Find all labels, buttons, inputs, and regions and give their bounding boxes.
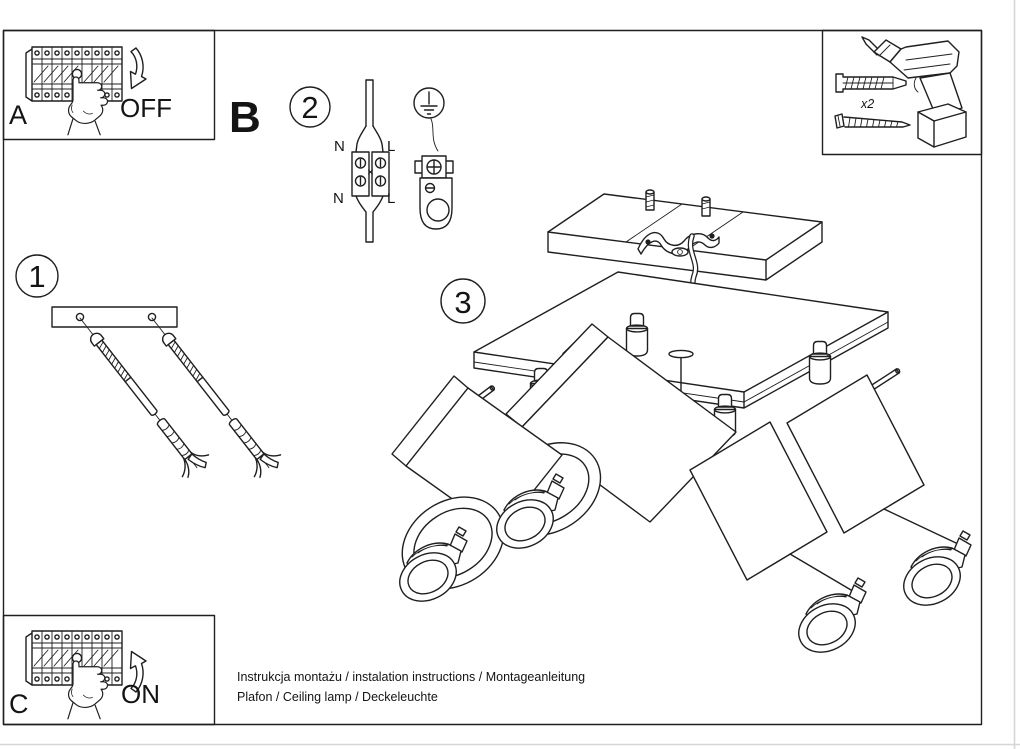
off-arrow-icon (129, 47, 147, 90)
off-label: OFF (120, 93, 172, 123)
ground-wire (430, 118, 439, 152)
gu10-bulb-icon (894, 530, 972, 616)
screw-icon (834, 113, 911, 129)
mounting-bar-icon (51, 306, 178, 328)
footer-line-2: Plafon / Ceiling lamp / Deckeleuchte (237, 690, 438, 704)
terminal-block-icon (351, 151, 390, 197)
stud-icon (701, 196, 711, 217)
wire-label-n-bottom: N (333, 190, 344, 207)
section-b-label: B (229, 93, 261, 142)
step-1-label: 1 (28, 259, 45, 294)
ground-symbol-icon (413, 87, 445, 119)
on-label: ON (121, 679, 160, 709)
gu10-bulb-icon (789, 577, 867, 663)
step-2-badge: 2 (289, 86, 331, 128)
page-frame (2, 29, 983, 726)
wire-label-l-top: L (387, 138, 395, 155)
panel-shade-icon (689, 421, 828, 581)
strap-bracket-icon (637, 231, 720, 255)
step-2-label: 2 (301, 90, 318, 125)
hand-icon (67, 660, 109, 720)
footer-line-1: Instrukcja montażu / instalation instruc… (237, 670, 585, 684)
earth-clamp-icon (414, 155, 454, 230)
panel-shade-icon (786, 374, 925, 534)
exploded-lamp-diagram (390, 189, 972, 663)
mains-cable-icon (355, 79, 384, 243)
hardware-box: x2 (821, 29, 983, 156)
screw-anchor-icon (137, 306, 287, 483)
wire-label-n-top: N (334, 138, 345, 155)
hand-icon (67, 76, 109, 136)
panel-a-box: A OFF (2, 29, 216, 141)
wall-plug-icon (835, 73, 907, 93)
anchor-qty-label: x2 (860, 97, 874, 111)
panel-a-label: A (9, 100, 27, 130)
step-3-badge: 3 (440, 278, 486, 324)
drill-icon (861, 36, 967, 148)
panel-c-label: C (9, 689, 29, 719)
wire-label-l-bottom: L (387, 190, 395, 207)
panel-c-box: C ON (2, 614, 216, 726)
step-1-badge: 1 (15, 254, 59, 298)
step-3-label: 3 (454, 285, 471, 320)
stud-icon (645, 189, 655, 211)
screw-anchor-icon (65, 306, 215, 483)
bulb-cord (789, 553, 852, 591)
bulb-cord (883, 508, 957, 544)
